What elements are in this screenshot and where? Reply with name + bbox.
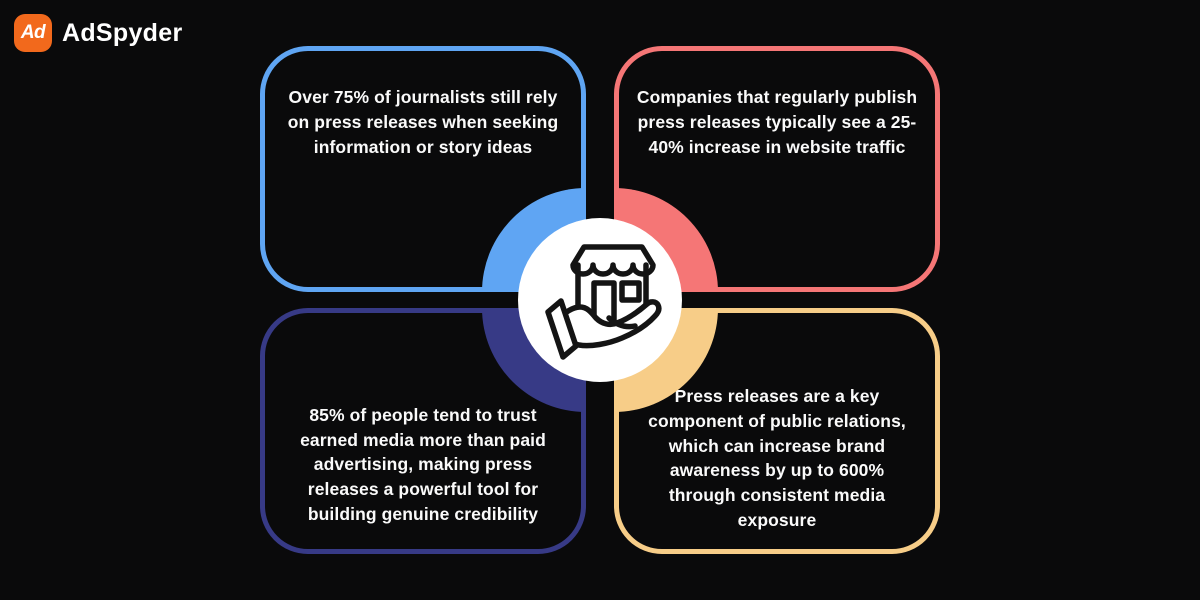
stat-card-bottom-left: 85% of people tend to trust earned media… <box>260 308 586 554</box>
stat-card-top-right: Companies that regularly publish press r… <box>614 46 940 292</box>
stat-text-bottom-left: 85% of people tend to trust earned media… <box>300 404 546 525</box>
hand-holding-store-icon <box>545 244 662 360</box>
stat-card-top-left: Over 75% of journalists still rely on pr… <box>260 46 586 292</box>
stat-card-bottom-right: Press releases are a key component of pu… <box>614 308 940 554</box>
stat-text-bottom-right: Press releases are a key component of pu… <box>648 385 906 531</box>
stat-text-top-right: Companies that regularly publish press r… <box>636 87 918 157</box>
adspyder-logo-icon: Ad <box>14 14 52 52</box>
adspyder-logo-text: AdSpyder <box>62 18 183 47</box>
center-badge <box>518 218 682 382</box>
stat-text-top-left: Over 75% of journalists still rely on pr… <box>287 87 559 157</box>
adspyder-logo: Ad AdSpyder <box>14 14 182 52</box>
